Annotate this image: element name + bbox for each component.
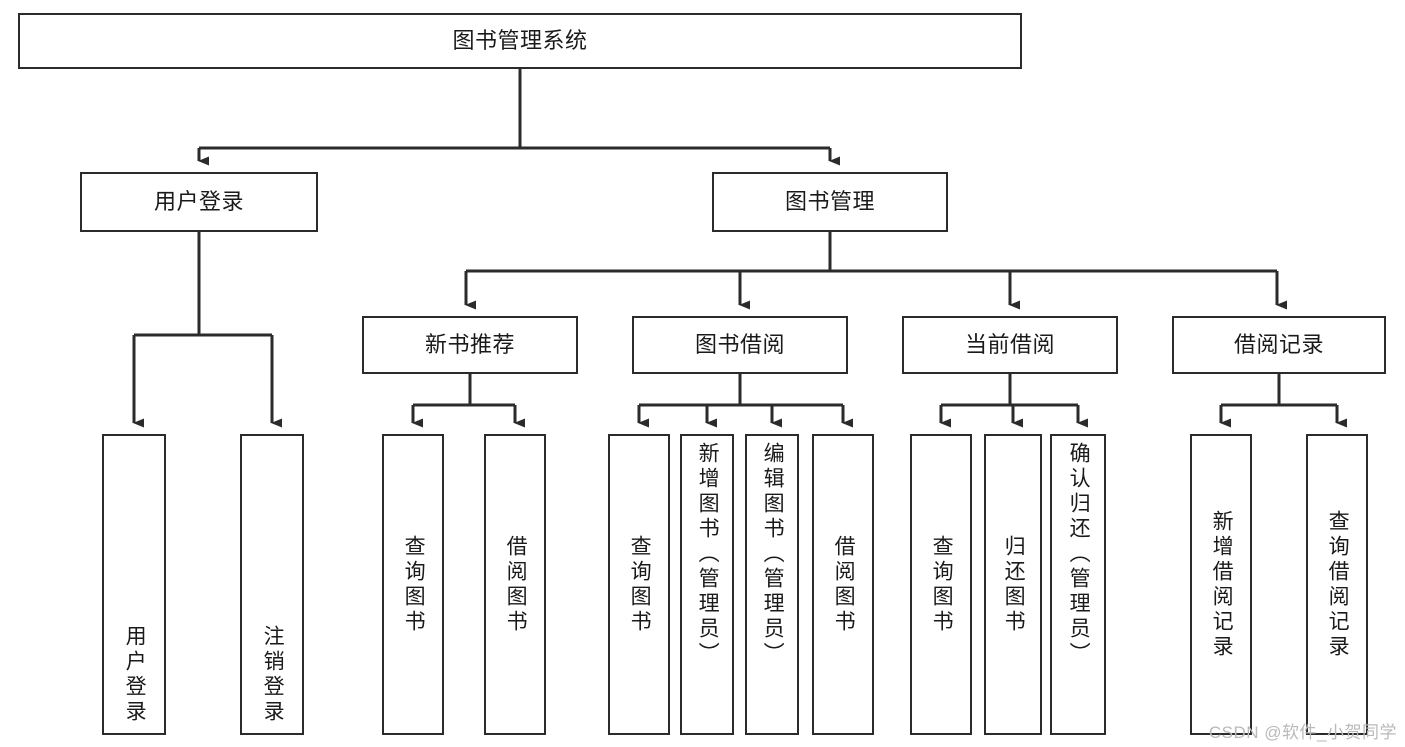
node-leaf-2[interactable]: 查询图书: [382, 434, 444, 735]
node-level2-1[interactable]: 图书管理: [712, 172, 948, 232]
node-leaf-5-label: 新增图书（管理员）: [696, 442, 720, 667]
node-leaf-9-label: 归还图书: [1002, 534, 1026, 635]
node-level2-0[interactable]: 用户登录: [80, 172, 318, 232]
node-leaf-6-label: 编辑图书（管理员）: [761, 442, 785, 667]
node-leaf-12-label: 查询借阅记录: [1326, 509, 1350, 660]
node-root-system[interactable]: 图书管理系统: [18, 13, 1022, 69]
node-leaf-3-label: 借阅图书: [504, 534, 528, 635]
node-leaf-3[interactable]: 借阅图书: [484, 434, 546, 735]
connector-layer: [132, 69, 1347, 428]
node-level3-3[interactable]: 借阅记录: [1172, 316, 1386, 374]
node-leaf-12[interactable]: 查询借阅记录: [1306, 434, 1368, 735]
node-level3-0-label: 新书推荐: [424, 331, 515, 357]
node-root-system-label: 图书管理系统: [452, 27, 588, 53]
node-leaf-7[interactable]: 借阅图书: [812, 434, 874, 735]
node-level3-2[interactable]: 当前借阅: [902, 316, 1118, 374]
node-leaf-1-label: 注销登录: [261, 625, 285, 725]
node-leaf-9[interactable]: 归还图书: [984, 434, 1042, 735]
watermark-text: CSDN @软件_小贺同学: [1208, 723, 1397, 742]
node-leaf-0-label: 用户登录: [123, 625, 147, 725]
node-leaf-8[interactable]: 查询图书: [910, 434, 972, 735]
node-leaf-4[interactable]: 查询图书: [608, 434, 670, 735]
node-level3-1[interactable]: 图书借阅: [632, 316, 848, 374]
node-leaf-11[interactable]: 新增借阅记录: [1190, 434, 1252, 735]
node-leaf-11-label: 新增借阅记录: [1210, 509, 1234, 660]
node-level2-0-label: 用户登录: [153, 188, 244, 214]
node-leaf-2-label: 查询图书: [402, 534, 426, 635]
node-leaf-10[interactable]: 确认归还（管理员）: [1050, 434, 1106, 735]
node-level3-1-label: 图书借阅: [694, 331, 785, 357]
node-leaf-7-label: 借阅图书: [832, 534, 856, 635]
node-level3-2-label: 当前借阅: [964, 331, 1055, 357]
node-leaf-4-label: 查询图书: [628, 534, 652, 635]
node-level3-3-label: 借阅记录: [1233, 331, 1324, 357]
node-leaf-0[interactable]: 用户登录: [102, 434, 166, 735]
node-leaf-5[interactable]: 新增图书（管理员）: [680, 434, 734, 735]
node-level2-1-label: 图书管理: [784, 188, 875, 214]
node-level3-0[interactable]: 新书推荐: [362, 316, 578, 374]
node-leaf-10-label: 确认归还（管理员）: [1067, 442, 1091, 667]
node-leaf-1[interactable]: 注销登录: [240, 434, 304, 735]
node-leaf-8-label: 查询图书: [930, 534, 954, 635]
node-leaf-6[interactable]: 编辑图书（管理员）: [745, 434, 799, 735]
